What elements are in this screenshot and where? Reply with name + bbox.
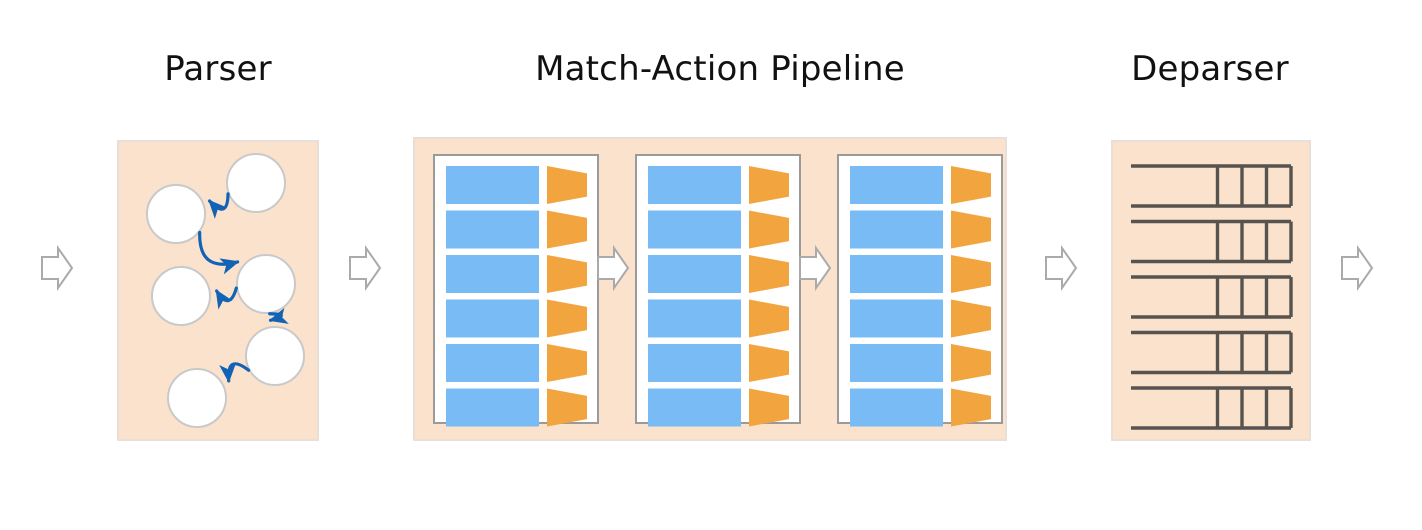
match-table-3-1 <box>850 166 943 204</box>
parser-block <box>117 140 319 441</box>
action-unit-3-3 <box>951 255 991 293</box>
match-table-1-6 <box>446 388 539 427</box>
action-unit-1-1 <box>547 166 587 204</box>
parser-state-circle-0 <box>226 153 286 213</box>
match-action-pipeline-title: Match-Action Pipeline <box>535 49 905 89</box>
action-unit-2-3 <box>749 255 789 293</box>
action-unit-1-5 <box>547 344 587 382</box>
match-table-1-1 <box>446 166 539 204</box>
parser-transition-1 <box>198 230 240 275</box>
action-unit-2-4 <box>749 299 789 338</box>
action-unit-1-6 <box>547 388 587 427</box>
deparser-panel <box>1111 140 1311 441</box>
match-table-2-2 <box>648 210 741 249</box>
pipeline-stage-1 <box>433 154 599 427</box>
match-table-3-3 <box>850 255 943 293</box>
parser-transition-2 <box>215 286 238 310</box>
action-unit-3-2 <box>951 210 991 249</box>
action-unit-3-4 <box>951 299 991 338</box>
pipeline-stage-3 <box>837 154 1003 427</box>
deparser-packet-2 <box>1131 219 1293 264</box>
parser-state-group <box>146 153 305 428</box>
parser-state-circle-2 <box>236 254 296 314</box>
match-table-2-5 <box>648 344 741 382</box>
action-unit-3-1 <box>951 166 991 204</box>
match-table-2-1 <box>648 166 741 204</box>
action-unit-1-4 <box>547 299 587 338</box>
match-table-1-3 <box>446 255 539 293</box>
parser-state-circle-5 <box>167 368 227 428</box>
match-table-2-4 <box>648 299 741 338</box>
match-table-3-6 <box>850 388 943 427</box>
match-table-3-2 <box>850 210 943 249</box>
deparser-packet-5 <box>1131 386 1293 430</box>
parser-transition-4 <box>219 362 251 383</box>
parser-state-circle-4 <box>245 326 305 386</box>
deparser-title: Deparser <box>1131 49 1289 89</box>
flow-arrow-stage2-to-stage3 <box>799 244 832 292</box>
action-unit-3-6 <box>951 388 991 427</box>
match-table-1-4 <box>446 299 539 338</box>
flow-arrow-parser-to-pipeline <box>349 244 382 292</box>
action-unit-2-5 <box>749 344 789 382</box>
flow-arrow-group <box>41 244 1374 292</box>
deparser-packet-1 <box>1131 164 1293 208</box>
action-unit-2-2 <box>749 210 789 249</box>
action-unit-1-2 <box>547 210 587 249</box>
flow-arrow-pipeline-to-deparser <box>1045 244 1078 292</box>
parser-transition-3 <box>268 307 289 324</box>
action-unit-2-1 <box>749 166 789 204</box>
match-table-3-5 <box>850 344 943 382</box>
parser-state-circle-3 <box>151 266 211 326</box>
flow-arrow-ingress <box>41 244 74 292</box>
match-table-2-3 <box>648 255 741 293</box>
deparser-packet-4 <box>1131 330 1293 375</box>
match-table-2-6 <box>648 388 741 427</box>
action-unit-1-3 <box>547 255 587 293</box>
action-unit-3-5 <box>951 344 991 382</box>
flow-arrow-stage1-to-stage2 <box>597 244 630 292</box>
parser-title: Parser <box>164 49 272 89</box>
match-table-3-4 <box>850 299 943 338</box>
deparser-packet-group <box>1131 164 1293 430</box>
deparser-packet-3 <box>1131 275 1293 319</box>
flow-arrow-egress <box>1341 244 1374 292</box>
match-action-pipeline-block <box>413 137 1007 441</box>
match-table-1-5 <box>446 344 539 382</box>
parser-state-circle-1 <box>146 184 206 244</box>
parser-transition-0 <box>207 192 230 219</box>
deparser-block <box>1111 140 1311 441</box>
pipeline-stage-2 <box>635 154 801 427</box>
parser-transition-group <box>198 192 289 383</box>
action-unit-2-6 <box>749 388 789 427</box>
pipeline-stage-group <box>433 154 1003 427</box>
match-table-1-2 <box>446 210 539 249</box>
